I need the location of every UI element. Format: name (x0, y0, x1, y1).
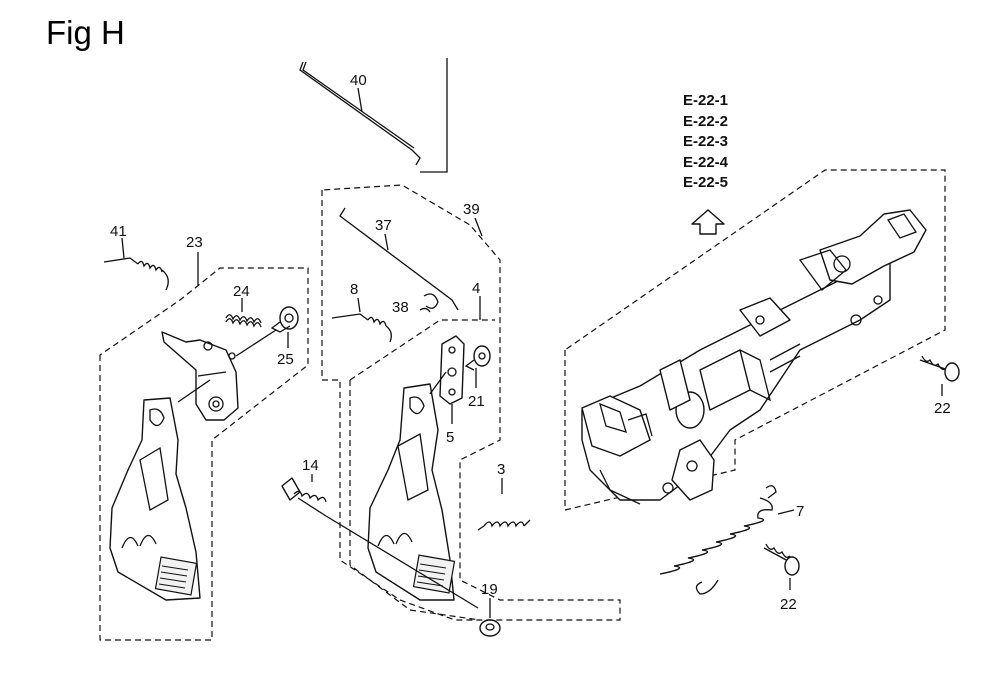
callout-8[interactable]: 8 (350, 281, 358, 298)
link-plate-5 (439, 335, 465, 405)
pedal-plate-middle (367, 383, 456, 601)
link-25-bracket (235, 329, 277, 357)
leader-37 (384, 233, 389, 251)
reference-page-list: E-22-1 E-22-2 E-22-3 E-22-4 E-22-5 (683, 91, 728, 194)
callout-40[interactable]: 40 (350, 72, 367, 89)
callout-22-upper[interactable]: 22 (934, 400, 951, 417)
rod-40 (299, 61, 421, 166)
callout-24[interactable]: 24 (233, 283, 250, 300)
up-arrow-icon[interactable] (691, 209, 725, 235)
spring-24 (225, 314, 262, 328)
rod-37 (339, 207, 459, 311)
bolt-21 (464, 345, 491, 371)
leader-40 (357, 87, 363, 113)
callout-4[interactable]: 4 (472, 280, 480, 297)
governor-assembly (581, 209, 927, 505)
assembly-boundary-4 (349, 380, 481, 621)
callout-22-lower[interactable]: 22 (780, 596, 797, 613)
lever-bracket-left (161, 331, 239, 421)
nut-19 (479, 619, 501, 637)
spring-7 (659, 485, 777, 595)
reference-page-5[interactable]: E-22-5 (683, 174, 729, 191)
callout-41[interactable]: 41 (110, 223, 127, 240)
spring-41 (103, 257, 169, 291)
leader-pedal-middle (429, 371, 447, 395)
reference-page-1[interactable]: E-22-1 (683, 92, 729, 109)
clip-38 (419, 293, 439, 313)
callout-14[interactable]: 14 (302, 457, 319, 474)
bracket-line-40 (420, 58, 448, 173)
reference-page-4[interactable]: E-22-4 (683, 153, 729, 171)
bolt-25 (270, 306, 299, 333)
figure-title: Fig H (46, 14, 125, 51)
assembly-boundary-39 (321, 184, 621, 621)
pedal-plate-left (109, 397, 201, 601)
assembly-boundary-governor (564, 169, 946, 511)
callout-37[interactable]: 37 (375, 217, 392, 234)
callout-39[interactable]: 39 (463, 201, 480, 218)
leader-41 (121, 237, 125, 259)
callout-21[interactable]: 21 (468, 393, 485, 410)
reference-page-3[interactable]: E-22-3 (683, 133, 729, 150)
bolt-22-lower (763, 543, 800, 576)
leader-39 (474, 217, 483, 237)
leader-7 (777, 509, 795, 515)
callout-5[interactable]: 5 (446, 429, 454, 446)
spring-3 (477, 519, 531, 531)
callout-3[interactable]: 3 (497, 461, 505, 478)
callout-19[interactable]: 19 (481, 581, 498, 598)
callout-7[interactable]: 7 (796, 503, 804, 520)
assembly-boundary-23 (99, 267, 309, 641)
assembly-boundary-4-top (349, 319, 495, 381)
leader-8 (357, 297, 361, 313)
callout-38[interactable]: 38 (392, 299, 409, 316)
spring-8 (331, 313, 392, 343)
reference-page-2[interactable]: E-22-2 (683, 112, 729, 130)
callout-23[interactable]: 23 (186, 234, 203, 251)
link-14-19 (325, 515, 479, 609)
bolt-22-upper (919, 355, 960, 382)
screw-14 (281, 477, 327, 517)
leader-pedal-left (177, 379, 211, 403)
callout-25[interactable]: 25 (277, 351, 294, 368)
